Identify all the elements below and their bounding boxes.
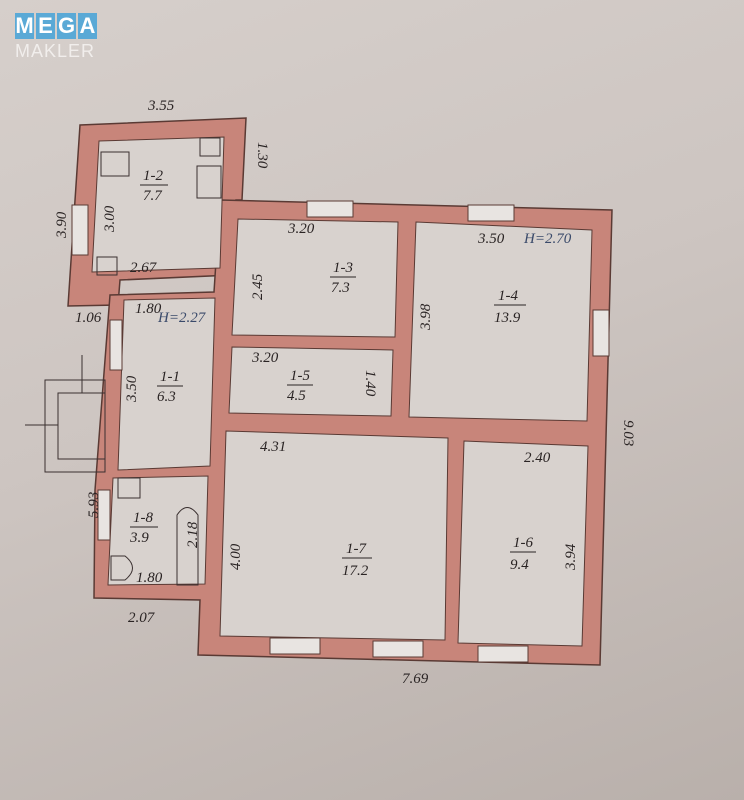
room-1-1 xyxy=(117,297,216,471)
room-id: 1-7 xyxy=(346,541,367,557)
dim-label: 1.80 xyxy=(135,301,162,317)
dim-label: 3.20 xyxy=(251,350,279,366)
dim-label: 1.30 xyxy=(254,142,270,169)
dim-label: 7.69 xyxy=(402,671,429,687)
room-area: 7.3 xyxy=(331,280,350,296)
dim-label: 3.94 xyxy=(563,543,579,571)
room-id: 1-2 xyxy=(143,168,163,184)
dim-label: 2.45 xyxy=(250,273,266,300)
room-1-8 xyxy=(107,475,209,586)
dim-label: 1.06 xyxy=(75,310,102,326)
dim-label: 3.50 xyxy=(477,231,505,247)
logo-letter: M xyxy=(15,13,34,39)
stove-icon xyxy=(100,151,130,177)
room-id: 1-8 xyxy=(133,510,153,526)
window xyxy=(372,640,424,658)
room-area: 17.2 xyxy=(342,563,369,579)
windows xyxy=(71,200,610,663)
room-id: 1-6 xyxy=(513,535,533,551)
room-area: 13.9 xyxy=(494,310,521,326)
window xyxy=(306,200,354,218)
logo-mega: M E G A xyxy=(15,13,97,39)
floors xyxy=(91,136,593,647)
fixtures xyxy=(96,137,222,586)
dimension-labels: 3.55 1.30 3.90 3.00 2.67 1.06 3.20 2.45 … xyxy=(54,98,636,687)
dim-label: 3.00 xyxy=(102,205,118,233)
room-1-3 xyxy=(231,218,399,338)
dim-label: 4.31 xyxy=(260,439,286,455)
bathtub-icon xyxy=(176,507,199,586)
window xyxy=(592,309,610,357)
room-area: 9.4 xyxy=(510,557,529,573)
dim-label: 2.40 xyxy=(524,450,551,466)
dim-label: 2.67 xyxy=(130,260,158,276)
room-id: 1-1 xyxy=(160,369,180,385)
dim-label: 1.80 xyxy=(136,570,163,586)
dim-label: 3.50 xyxy=(124,375,140,403)
room-1-2 xyxy=(91,136,225,273)
washbasin-icon xyxy=(117,477,141,499)
dim-label: 4.00 xyxy=(228,543,244,570)
room-labels: 1-2 7.7 1-3 7.3 1-4 13.9 1-5 4.5 1-1 6.3… xyxy=(129,168,536,579)
logo-makler: MAKLER xyxy=(15,41,96,61)
room-1-4 xyxy=(408,221,593,422)
dim-label: 2.07 xyxy=(128,610,156,626)
dim-label: 9.03 xyxy=(620,420,636,446)
room-1-5 xyxy=(228,346,394,417)
logo-letter: E xyxy=(36,13,55,39)
room-1-7 xyxy=(219,430,449,641)
dim-label: 2.18 xyxy=(185,521,201,548)
dim-label: 3.90 xyxy=(54,211,70,239)
logo-letter: A xyxy=(78,13,97,39)
dim-label: 5.93 xyxy=(86,492,102,518)
window xyxy=(71,204,89,256)
window xyxy=(477,645,529,663)
dim-label: 3.55 xyxy=(147,98,175,114)
room-id: 1-4 xyxy=(498,288,518,304)
porch xyxy=(25,355,106,473)
logo-letter: G xyxy=(57,13,76,39)
dim-label: 3.98 xyxy=(418,303,434,331)
radiator-icon xyxy=(196,165,222,199)
toilet-icon xyxy=(110,555,133,581)
height-label: H=2.70 xyxy=(523,231,572,247)
window xyxy=(269,637,321,655)
room-area: 4.5 xyxy=(287,388,306,404)
sink-icon xyxy=(96,256,118,276)
height-label: H=2.27 xyxy=(157,310,207,326)
window xyxy=(97,489,111,541)
room-area: 6.3 xyxy=(157,389,176,405)
logo: M E G A MAKLER xyxy=(15,13,97,62)
room-1-6 xyxy=(457,440,589,647)
dim-label: 1.40 xyxy=(362,370,378,397)
room-area: 7.7 xyxy=(143,188,163,204)
window xyxy=(467,204,515,222)
room-id: 1-3 xyxy=(333,260,353,276)
room-area: 3.9 xyxy=(129,530,149,546)
boiler-icon xyxy=(199,137,221,157)
dim-label: 3.20 xyxy=(287,221,315,237)
window xyxy=(109,319,123,371)
room-id: 1-5 xyxy=(290,368,310,384)
